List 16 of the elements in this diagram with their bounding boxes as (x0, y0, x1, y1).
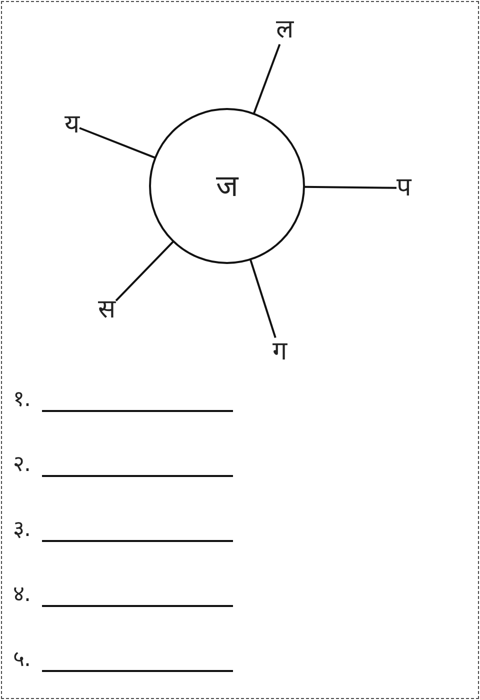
spoke-line (79, 127, 156, 159)
center-letter: ज (216, 170, 238, 202)
letter-label: य (64, 110, 80, 140)
spoke-line (115, 240, 174, 302)
list-number: १. (13, 388, 31, 412)
list-number: ५. (13, 648, 31, 672)
letter-label: ग (272, 338, 288, 366)
spoke-line (252, 44, 281, 114)
spoke-line (304, 186, 397, 189)
list-number: ४. (13, 583, 31, 608)
spoke-line (249, 259, 276, 338)
list-number: २. (13, 453, 31, 478)
letter-label: ल (276, 16, 294, 44)
list-number: ३. (13, 518, 31, 542)
letter-label: प (396, 174, 412, 202)
letter-label: स (98, 296, 116, 324)
